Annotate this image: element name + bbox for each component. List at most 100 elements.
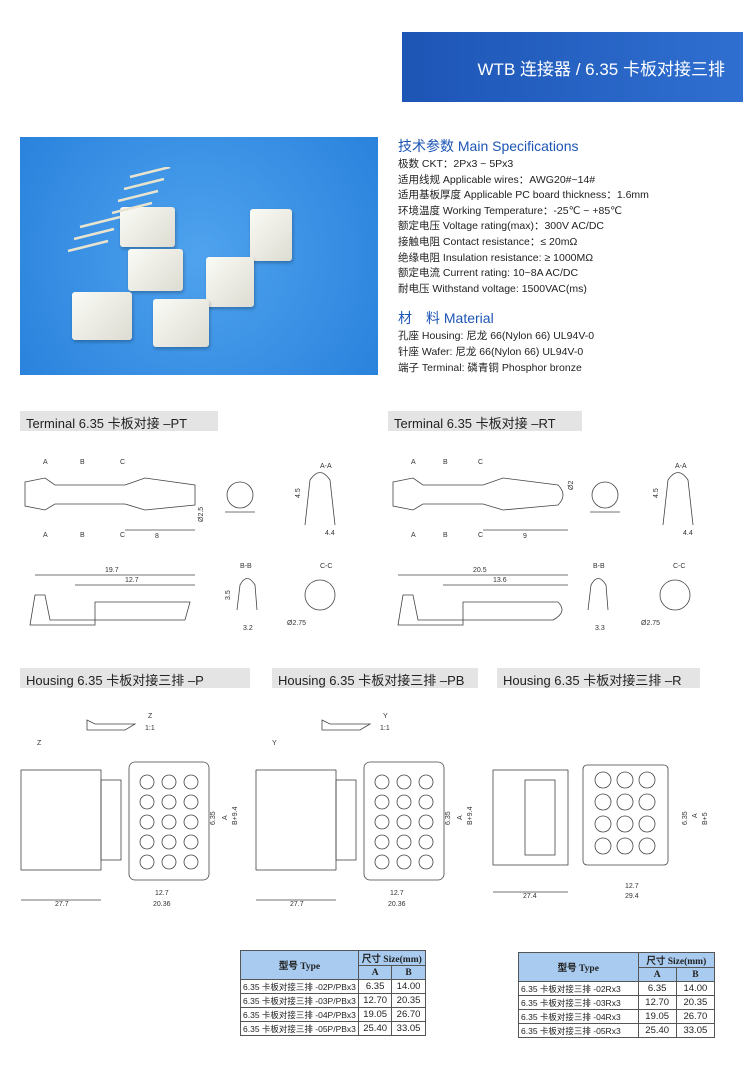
- cavity-hole: [418, 794, 434, 810]
- cell: 6.35: [637, 981, 677, 996]
- cavity-hole: [374, 854, 390, 870]
- cavity-hole: [638, 793, 656, 811]
- svg-text:6.35: 6.35: [210, 811, 217, 825]
- col-b: B: [675, 967, 716, 982]
- section-terminal-rt: Terminal 6.35 卡板对接 –RT: [388, 411, 582, 431]
- svg-text:Ø2.75: Ø2.75: [641, 620, 660, 627]
- svg-text:Z: Z: [148, 713, 153, 720]
- material-title: 材 料 Material: [398, 310, 494, 327]
- svg-text:C: C: [478, 532, 483, 539]
- cell: 6.35 卡板对接三排 -02P/PBx3: [240, 979, 359, 994]
- svg-text:B-B: B-B: [240, 563, 252, 570]
- cavity-hole: [161, 834, 177, 850]
- svg-text:20.36: 20.36: [153, 901, 171, 908]
- spec-item: 环境温度 Working Temperature：-25℃ ~ +85℃: [398, 204, 622, 217]
- housing-p-drawing: Z1:1 Z 6.35 A B+9.4 27.7 12.720.36: [20, 713, 239, 908]
- svg-text:A: A: [43, 532, 48, 539]
- col-a: A: [637, 967, 677, 982]
- cell: 33.05: [675, 1023, 716, 1038]
- svg-text:6.35: 6.35: [445, 811, 452, 825]
- cavity-hole: [418, 854, 434, 870]
- svg-text:Y: Y: [272, 740, 277, 747]
- svg-text:B: B: [443, 532, 448, 539]
- cell: 25.40: [357, 1021, 393, 1036]
- svg-text:A: A: [222, 815, 229, 820]
- svg-text:27.7: 27.7: [55, 901, 69, 908]
- cell: 12.70: [357, 993, 393, 1008]
- cavity-hole: [638, 771, 656, 789]
- section-housing-r: Housing 6.35 卡板对接三排 –R: [497, 668, 700, 688]
- connector-image: [120, 207, 175, 247]
- col-b: B: [391, 965, 426, 980]
- connector-image: [250, 209, 292, 261]
- connector-image: [153, 299, 209, 347]
- svg-text:C-C: C-C: [673, 563, 685, 570]
- svg-text:12.7: 12.7: [155, 890, 169, 897]
- svg-text:3.5: 3.5: [225, 590, 232, 600]
- cavity-hole: [396, 794, 412, 810]
- section-terminal-pt: Terminal 6.35 卡板对接 –PT: [20, 411, 218, 431]
- cavity-hole: [161, 814, 177, 830]
- svg-text:12.7: 12.7: [125, 577, 139, 584]
- cavity-hole: [396, 834, 412, 850]
- housing-pb-drawing: Y1:1 Y 6.35 A B+9.4 27.7 12.720.36: [255, 713, 474, 908]
- cell: 19.05: [637, 1009, 677, 1024]
- cavity-hole: [139, 854, 155, 870]
- spec-item: 适用基板厚度 Applicable PC board thickness：1.6…: [398, 189, 649, 202]
- svg-text:A: A: [692, 813, 699, 818]
- product-photo: [20, 137, 378, 375]
- specs-title: 技术参数 Main Specifications: [398, 138, 579, 154]
- svg-text:Y: Y: [383, 713, 388, 720]
- section-housing-pb: Housing 6.35 卡板对接三排 –PB: [272, 668, 478, 688]
- cavity-hole: [161, 854, 177, 870]
- cell: 19.05: [357, 1007, 393, 1022]
- col-a: A: [357, 965, 393, 980]
- material-item: 针座 Wafer: 尼龙 66(Nylon 66) UL94V-0: [398, 345, 584, 358]
- cell: 6.35 卡板对接三排 -05Rx3: [518, 1023, 639, 1038]
- connector-image: [128, 249, 183, 291]
- cavity-hole: [374, 774, 390, 790]
- cell: 14.00: [675, 981, 716, 996]
- cavity-hole: [139, 794, 155, 810]
- cell: 6.35 卡板对接三排 -04Rx3: [518, 1009, 639, 1024]
- connector-image: [206, 257, 254, 307]
- cell: 6.35 卡板对接三排 -05P/PBx3: [240, 1021, 359, 1036]
- cell: 26.70: [675, 1009, 716, 1024]
- svg-text:27.4: 27.4: [523, 893, 537, 900]
- svg-text:4.4: 4.4: [683, 530, 693, 537]
- cell: 6.35: [357, 979, 393, 994]
- col-size: 尺寸 Size(mm): [637, 952, 716, 968]
- cavity-hole: [396, 854, 412, 870]
- cell: 14.00: [391, 979, 426, 994]
- svg-text:12.7: 12.7: [390, 890, 404, 897]
- svg-text:B+5: B+5: [702, 812, 709, 825]
- spec-item: 适用线规 Applicable wires：AWG20#~14#: [398, 173, 596, 186]
- svg-text:Ø2.75: Ø2.75: [287, 620, 306, 627]
- svg-text:1:1: 1:1: [380, 725, 390, 732]
- cavity-hole: [396, 774, 412, 790]
- material-item: 孔座 Housing: 尼龙 66(Nylon 66) UL94V-0: [398, 330, 595, 343]
- svg-text:13.6: 13.6: [493, 577, 507, 584]
- svg-text:A-A: A-A: [675, 463, 687, 470]
- cavity-hole: [139, 774, 155, 790]
- svg-text:B-B: B-B: [593, 563, 605, 570]
- connector-image: [72, 292, 132, 340]
- page-header: WTB 连接器 / 6.35 卡板对接三排: [402, 32, 743, 102]
- col-type: 型号 Type: [518, 952, 639, 982]
- cell: 6.35 卡板对接三排 -03Rx3: [518, 995, 639, 1010]
- cell: 33.05: [391, 1021, 426, 1036]
- spec-item: 绝缘电阻 Insulation resistance: ≥ 1000MΩ: [398, 251, 594, 264]
- svg-text:19.7: 19.7: [105, 567, 119, 574]
- cavity-hole: [638, 815, 656, 833]
- svg-text:4.4: 4.4: [325, 530, 335, 537]
- cavity-hole: [374, 814, 390, 830]
- cavity-hole: [183, 774, 199, 790]
